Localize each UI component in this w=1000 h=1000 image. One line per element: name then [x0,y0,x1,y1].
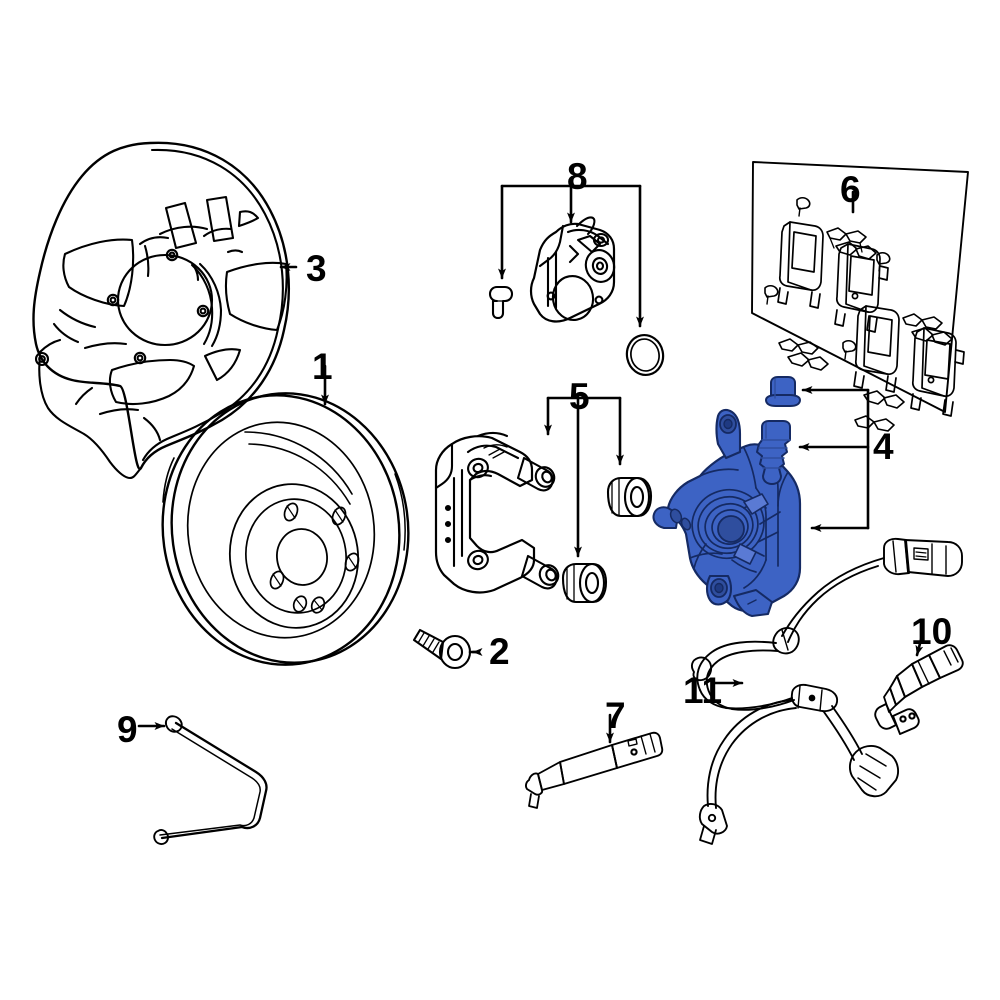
leader-10 [915,630,925,657]
part-parking-brake-actuator [529,216,616,323]
part-brake-rotor [161,392,410,666]
part-caliper-bracket [434,431,560,594]
part-guide-bushings [561,476,653,604]
part-abs-speed-sensor [874,644,964,735]
part-brake-pad-set [751,161,969,432]
callout-label-4: 4 [873,426,894,467]
callout-label-6: 6 [840,169,861,210]
callout-label-9: 9 [117,709,138,750]
part-actuator-o-ring [625,333,665,377]
part-brake-caliper-highlighted [652,408,802,617]
part-abs-harness [690,537,963,845]
callout-label-1: 1 [312,346,333,387]
part-guide-pin-cap [765,376,801,407]
callout-label-8: 8 [567,156,588,197]
callout-label-2: 2 [489,631,510,672]
callout-label-7: 7 [605,695,626,736]
part-rotor-screw [412,628,472,670]
part-spring-clip [153,715,268,845]
part-wear-sensor [525,731,664,809]
part-dust-shield [32,141,291,480]
part-guide-pin-boot [756,420,791,485]
callout-label-10: 10 [911,611,953,652]
callout-label-3: 3 [306,248,327,289]
callout-label-11: 11 [683,670,723,711]
part-actuator-screw [488,285,514,320]
callout-label-5: 5 [569,376,590,417]
